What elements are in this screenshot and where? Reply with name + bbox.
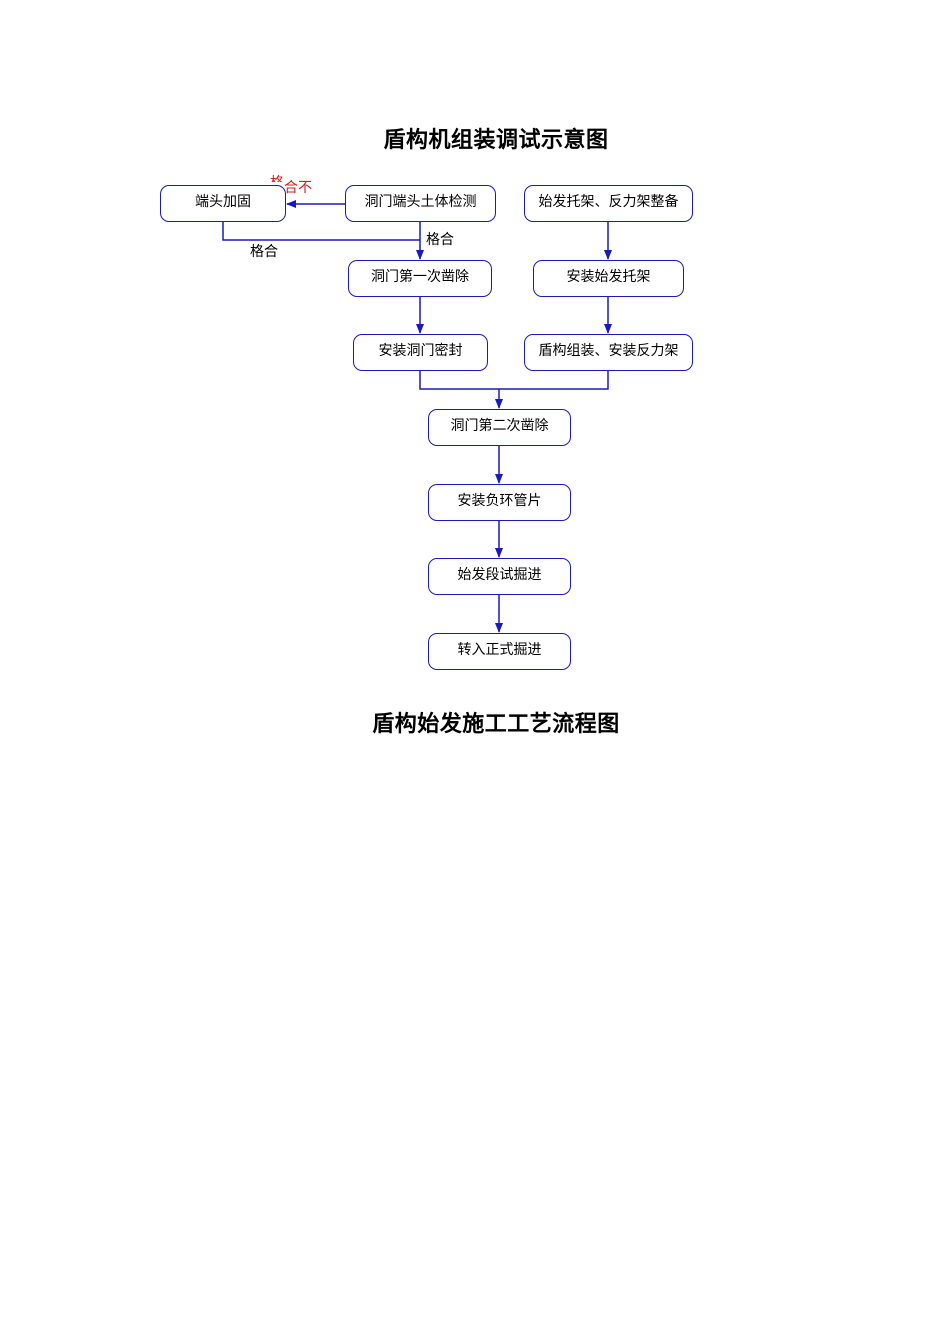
diagram-title: 盾构机组装调试示意图	[383, 127, 609, 153]
arrow-reinforce-return	[222, 222, 420, 241]
edge-label-pass-left: 格合	[250, 244, 278, 260]
node-soil-test: 洞门端头土体检测	[345, 185, 496, 222]
edge-label-fail: 合不	[284, 180, 312, 196]
node-first-chisel: 洞门第一次凿除	[348, 260, 492, 297]
node-install-seal: 安装洞门密封	[353, 334, 488, 371]
edge-label-fail-prefix: 格	[270, 172, 284, 182]
merge-left	[419, 371, 609, 390]
edge-label-pass-right: 格合	[426, 232, 454, 248]
node-second-chisel: 洞门第二次凿除	[428, 409, 571, 446]
node-assemble: 盾构组装、安装反力架	[524, 334, 693, 371]
page-title: 盾构始发施工工艺流程图	[372, 711, 620, 737]
node-trial-drive: 始发段试掘进	[428, 558, 571, 595]
node-formal-drive: 转入正式掘进	[428, 633, 571, 670]
node-cradle-prep: 始发托架、反力架整备	[524, 185, 693, 222]
node-end-reinforce: 端头加固	[160, 185, 286, 222]
node-install-cradle: 安装始发托架	[533, 260, 684, 297]
node-neg-ring: 安装负环管片	[428, 484, 571, 521]
